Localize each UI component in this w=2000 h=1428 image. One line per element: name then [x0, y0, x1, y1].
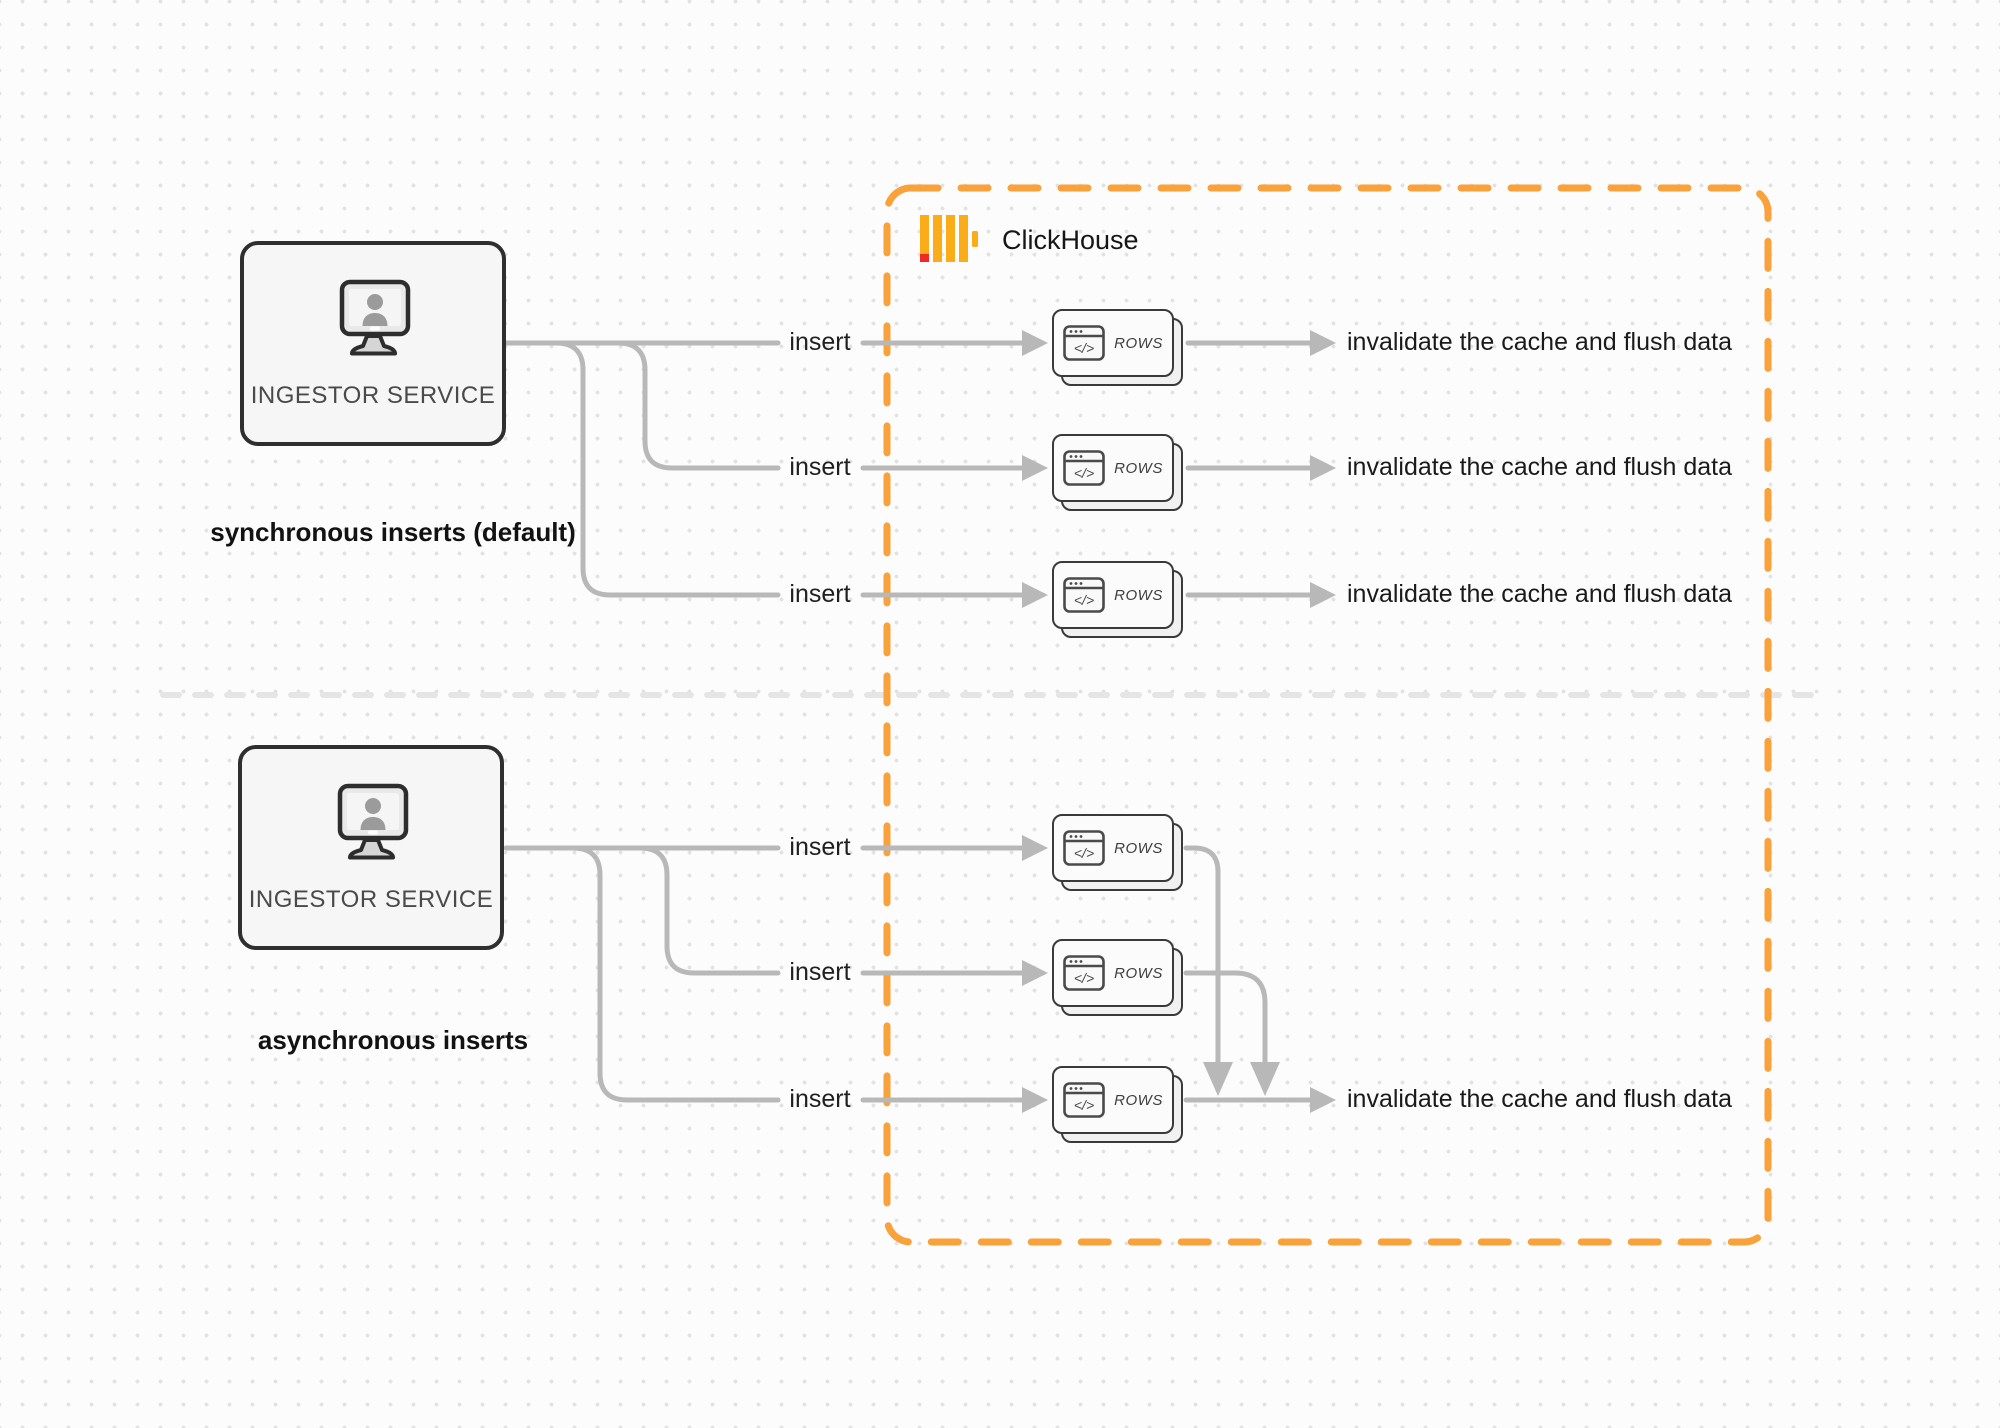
rows-card: </> ROWS [1052, 939, 1183, 1016]
rows-card-label: ROWS [1114, 334, 1163, 352]
arrowhead-async-merge2 [1250, 1062, 1280, 1096]
connector-async-merge2 [1183, 970, 1268, 1065]
arrowhead-async-insert2 [1022, 960, 1048, 986]
arrowhead-sync-result1 [1310, 330, 1336, 356]
rows-card-label: ROWS [1114, 586, 1163, 604]
connector-lines [503, 340, 1313, 1103]
rows-card-front: </> ROWS [1052, 939, 1174, 1007]
connector-sync-row2 [615, 340, 781, 471]
arrowheads [1022, 330, 1336, 1113]
async-caption: asynchronous inserts [257, 1025, 529, 1055]
clickhouse-logo-icon [920, 215, 978, 262]
arrowhead-sync-insert3 [1022, 582, 1048, 608]
connector-sync-row3 [553, 340, 781, 598]
code-window-icon: </> [1063, 1082, 1105, 1118]
rows-card: </> ROWS [1052, 434, 1183, 511]
result-label: invalidate the cache and flush data [1347, 453, 1732, 481]
insert-label: insert [789, 833, 851, 861]
sync-caption: synchronous inserts (default) [210, 517, 576, 547]
code-window-icon: </> [1063, 450, 1105, 486]
arrowhead-async-result [1310, 1087, 1336, 1113]
insert-label: insert [789, 1085, 851, 1113]
arrowhead-sync-insert2 [1022, 455, 1048, 481]
code-window-icon: </> [1063, 830, 1105, 866]
clickhouse-boundary [883, 184, 1772, 1246]
rows-card-front: </> ROWS [1052, 309, 1174, 377]
code-window-icon: </> [1063, 955, 1105, 991]
monitor-user-icon [337, 783, 408, 859]
rows-card: </> ROWS [1052, 561, 1183, 638]
svg-text:</>: </> [1074, 592, 1094, 608]
rows-card-label: ROWS [1114, 964, 1163, 982]
rows-card-front: </> ROWS [1052, 561, 1174, 629]
rows-card: </> ROWS [1052, 814, 1183, 891]
insert-label: insert [789, 328, 851, 356]
svg-text:</>: </> [1074, 465, 1094, 481]
rows-card: </> ROWS [1052, 1066, 1183, 1143]
rows-card-front: </> ROWS [1052, 1066, 1174, 1134]
code-window-icon: </> [1063, 325, 1105, 361]
result-label: invalidate the cache and flush data [1347, 328, 1732, 356]
connector-async-row3 [570, 845, 781, 1103]
clickhouse-label: ClickHouse [1002, 224, 1139, 255]
monitor-user-icon [339, 279, 410, 355]
rows-card-front: </> ROWS [1052, 434, 1174, 502]
result-label: invalidate the cache and flush data [1347, 1085, 1732, 1113]
rows-card-label: ROWS [1114, 459, 1163, 477]
connector-async-row2 [637, 845, 781, 976]
rows-card-front: </> ROWS [1052, 814, 1174, 882]
insert-label: insert [789, 958, 851, 986]
svg-text:</>: </> [1074, 1097, 1094, 1113]
arrowhead-async-merge1 [1203, 1062, 1233, 1096]
svg-text:</>: </> [1074, 340, 1094, 356]
svg-text:</>: </> [1074, 970, 1094, 986]
rows-card-label: ROWS [1114, 839, 1163, 857]
code-window-icon: </> [1063, 577, 1105, 613]
clickhouse-logo: ClickHouse [920, 215, 1139, 265]
arrowhead-async-insert1 [1022, 835, 1048, 861]
connector-async-merge1 [1183, 845, 1221, 1065]
rows-card-label: ROWS [1114, 1091, 1163, 1109]
result-label: invalidate the cache and flush data [1347, 580, 1732, 608]
service-label: INGESTOR SERVICE [248, 885, 494, 913]
arrowhead-sync-result3 [1310, 582, 1336, 608]
insert-label: insert [789, 453, 851, 481]
rows-card: </> ROWS [1052, 309, 1183, 386]
insert-label: insert [789, 580, 851, 608]
ingestor-service-async: INGESTOR SERVICE [238, 745, 504, 950]
ingestor-service-sync: INGESTOR SERVICE [240, 241, 506, 446]
arrowhead-sync-insert1 [1022, 330, 1048, 356]
arrowhead-sync-result2 [1310, 455, 1336, 481]
service-label: INGESTOR SERVICE [250, 381, 496, 409]
svg-text:</>: </> [1074, 845, 1094, 861]
arrowhead-async-insert3 [1022, 1087, 1048, 1113]
